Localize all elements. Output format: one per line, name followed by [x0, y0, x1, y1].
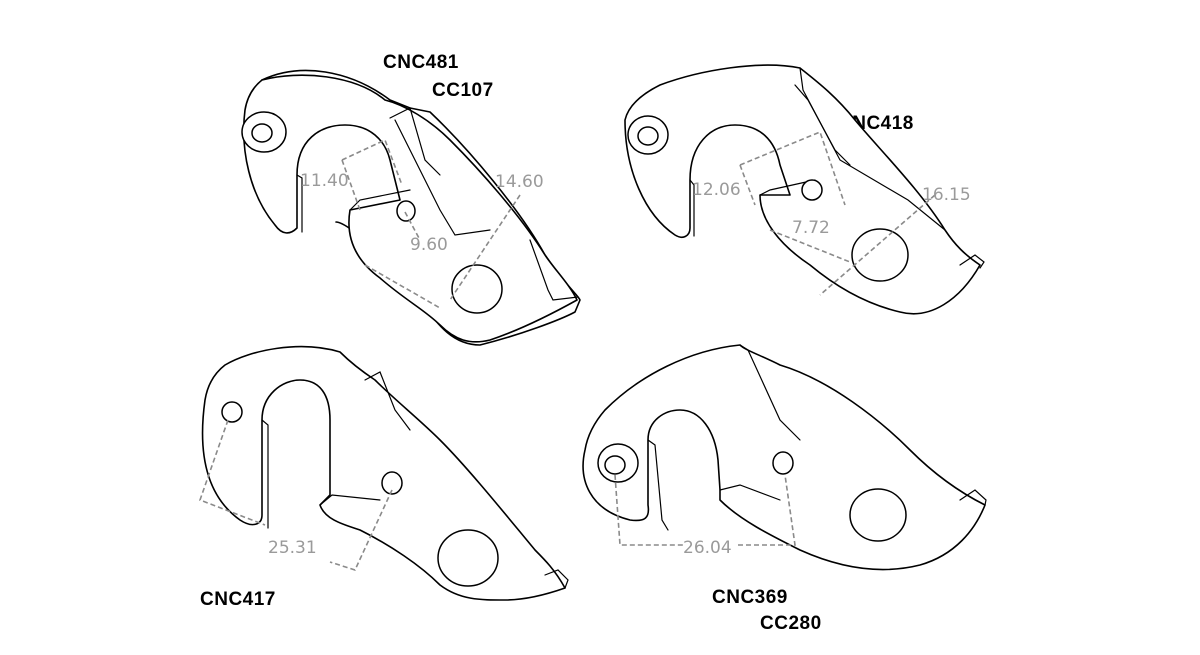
- hanger-cnc369-axle-hole: [849, 488, 907, 542]
- hanger-cnc481-axle-hole: [451, 264, 503, 314]
- dim-cnc418-c: 7.72: [792, 218, 830, 238]
- dim-cnc481-b: 14.60: [495, 172, 544, 192]
- part-label-cc107: CC107: [432, 80, 494, 101]
- dim-cnc417-a: 25.31: [268, 538, 317, 558]
- hanger-cnc481: 11.40 14.60 9.60: [241, 69, 581, 346]
- hanger-cnc417-axle-hole: [437, 529, 499, 587]
- dim-cnc418-b: 16.15: [922, 185, 971, 205]
- dim-cnc369-a: 26.04: [683, 538, 732, 558]
- dim-cnc418-a: 12.06: [692, 180, 741, 200]
- part-label-cc280: CC280: [760, 613, 822, 634]
- hanger-cnc369: 26.04: [582, 344, 987, 571]
- hanger-cnc417-plate: [201, 345, 566, 601]
- part-label-cnc369: CNC369: [712, 587, 788, 608]
- hanger-cnc418: 12.06 16.15 7.72: [624, 64, 985, 315]
- part-label-cnc417: CNC417: [200, 589, 276, 610]
- hanger-cnc417-mount-hole: [221, 401, 243, 423]
- part-label-cnc481: CNC481: [383, 52, 459, 73]
- hanger-cnc417: 25.31: [198, 345, 569, 601]
- dim-cnc481-a: 11.40: [300, 171, 349, 191]
- dim-cnc481-c: 9.60: [410, 235, 448, 255]
- hanger-cnc418-axle-hole: [851, 228, 909, 282]
